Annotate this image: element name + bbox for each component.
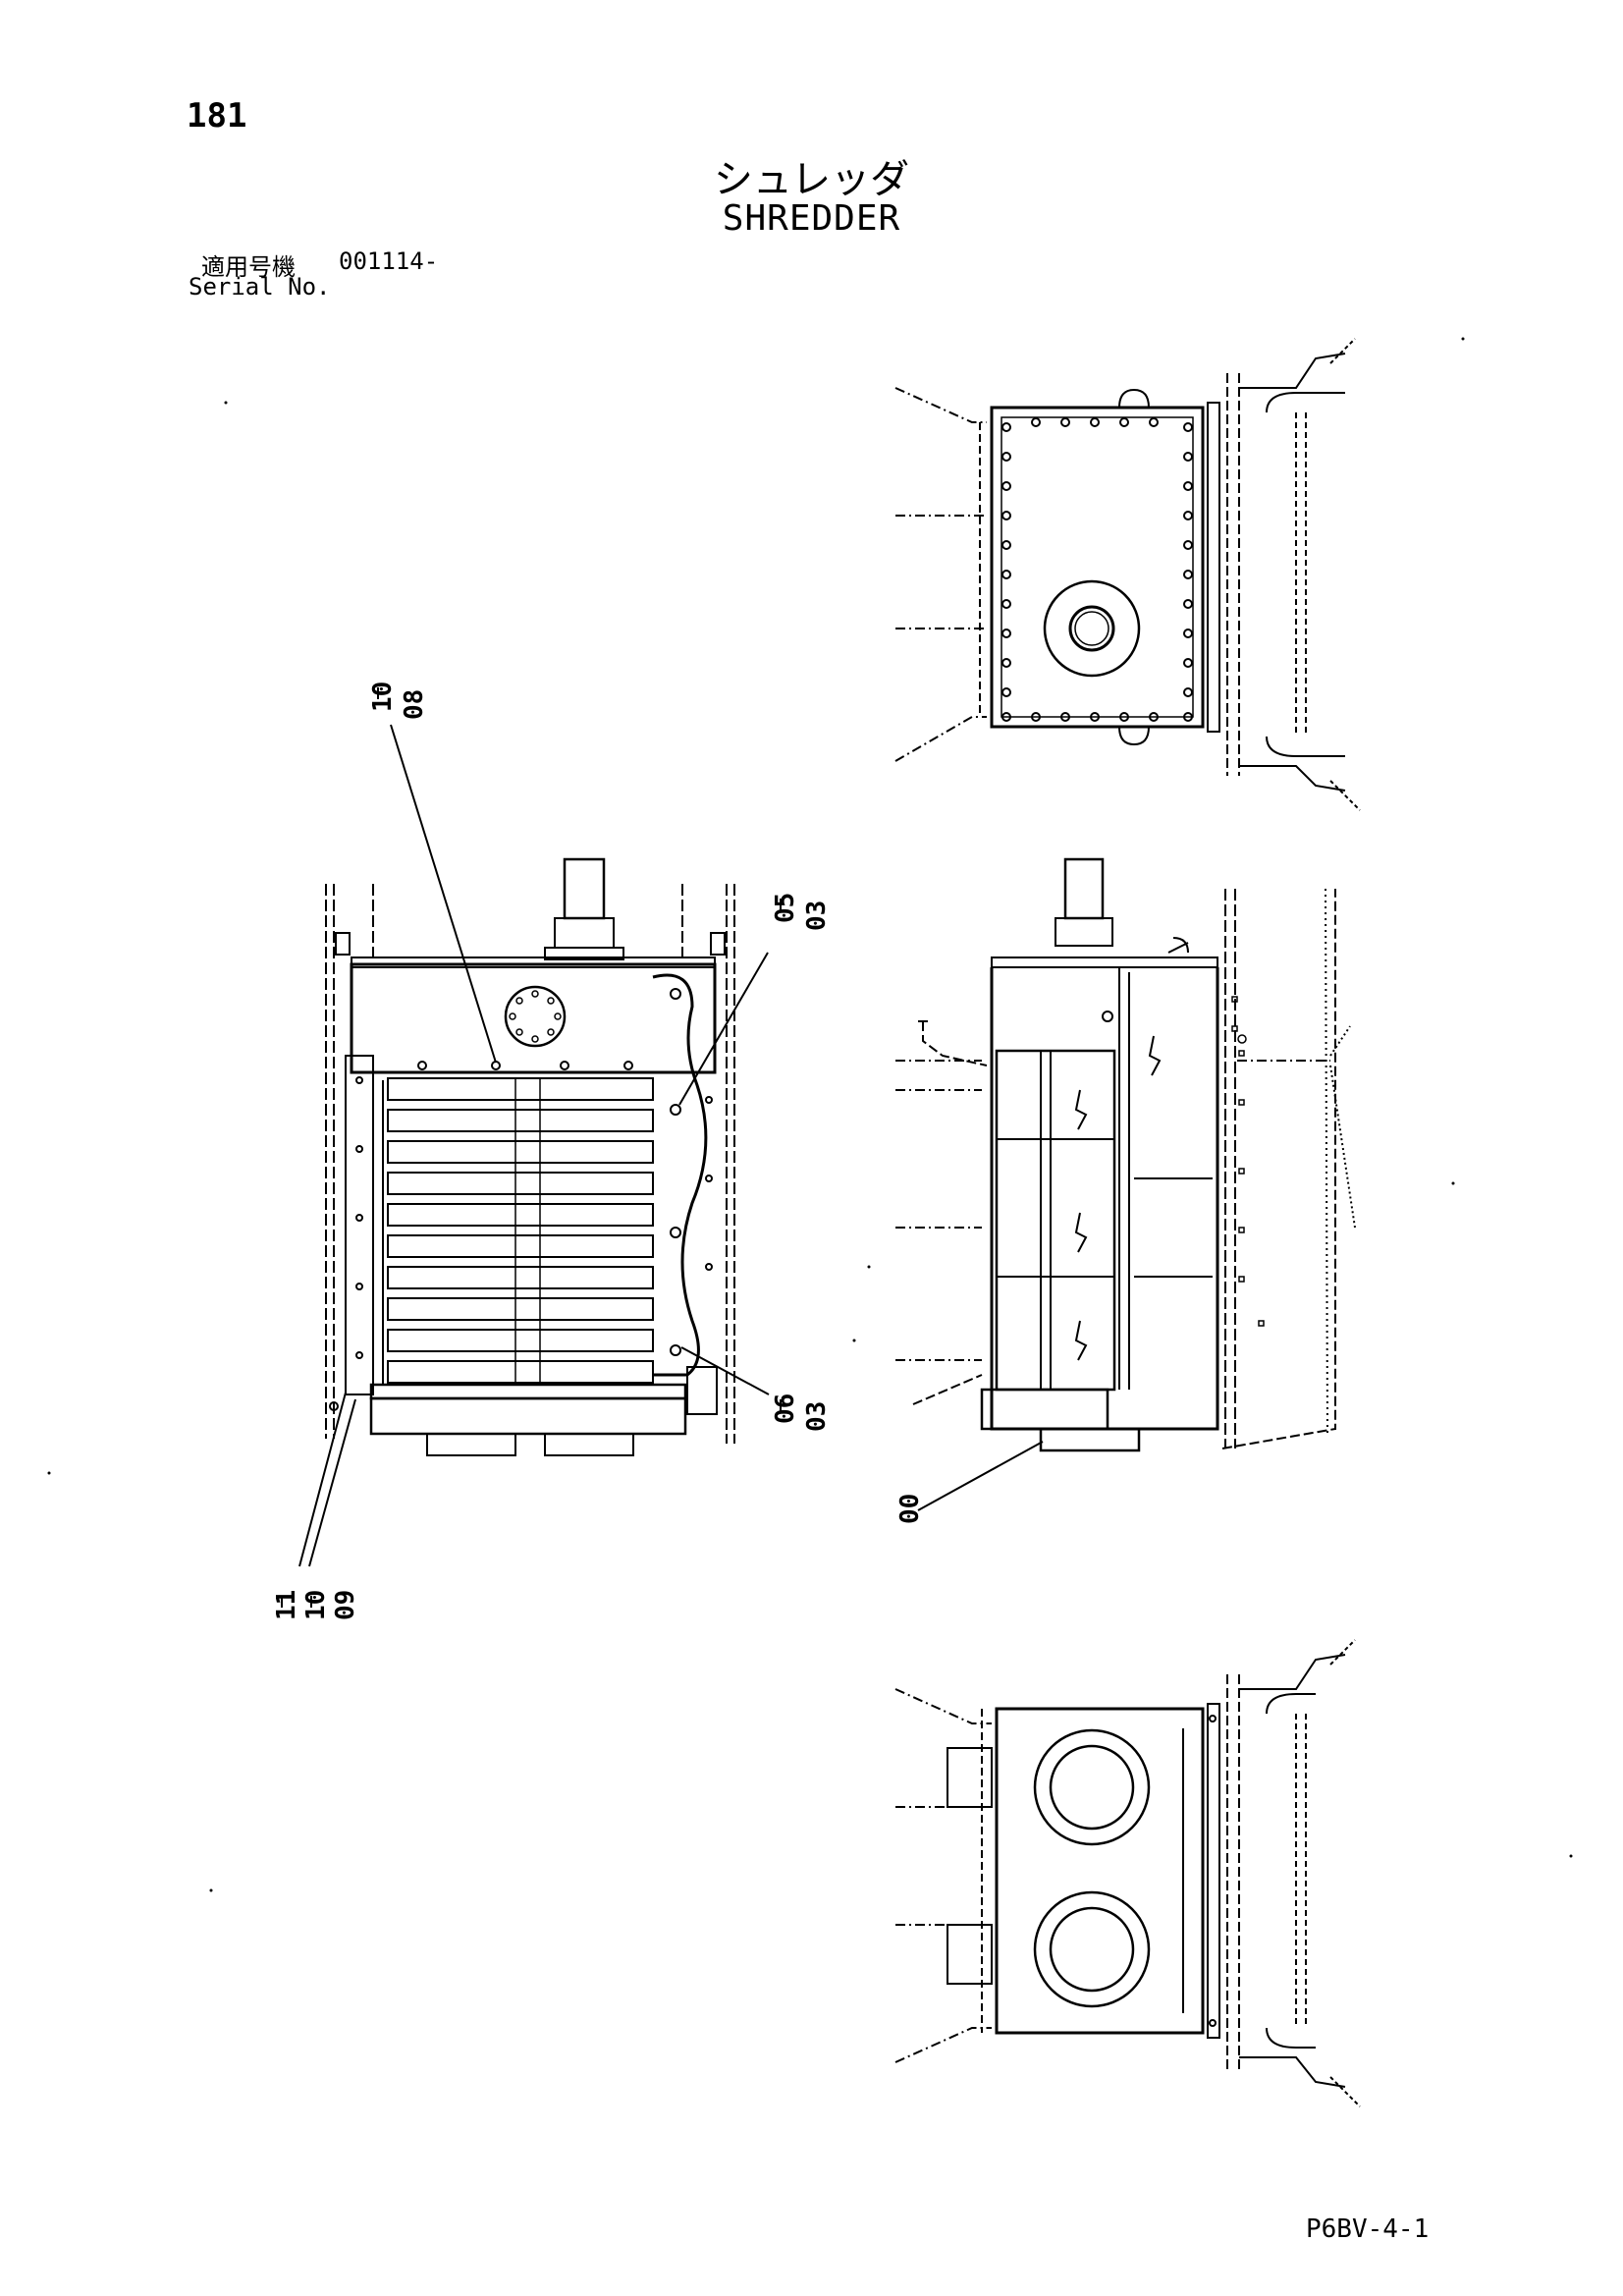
callout-06-03: 06 03 bbox=[771, 1394, 832, 1432]
page-number: 181 bbox=[187, 96, 247, 136]
svg-text:06: 06 bbox=[771, 1394, 800, 1424]
svg-text:03: 03 bbox=[802, 901, 832, 931]
bottom-view bbox=[894, 1639, 1361, 2107]
drawing-code: P6BV-4-1 bbox=[1306, 2214, 1430, 2244]
svg-text:10: 10 bbox=[301, 1590, 331, 1620]
front-section-view bbox=[325, 857, 735, 1456]
serial-number-value: 001114- bbox=[339, 247, 439, 275]
callout-05-03: 05 03 bbox=[771, 893, 832, 931]
serial-label-english: Serial No. bbox=[189, 273, 331, 301]
svg-text:10: 10 bbox=[368, 682, 398, 712]
rotor-blades bbox=[387, 1077, 654, 1384]
callout-11-10-09: 11 10 09 bbox=[272, 1590, 360, 1620]
title-japanese: シュレッダ bbox=[713, 157, 910, 202]
svg-text:00: 00 bbox=[895, 1494, 925, 1524]
hub-bolts bbox=[509, 990, 562, 1043]
serial-label-japanese: 適用号機 bbox=[201, 253, 296, 281]
svg-text:11: 11 bbox=[272, 1590, 301, 1620]
bolt-flange bbox=[1001, 417, 1193, 722]
callout-00: 00 bbox=[895, 1494, 925, 1524]
leader-lines bbox=[298, 724, 1044, 1567]
scan-specks bbox=[47, 337, 1573, 1892]
callouts: 10 08 05 03 06 03 00 11 10 09 bbox=[272, 682, 925, 1620]
top-view bbox=[894, 338, 1361, 811]
svg-text:03: 03 bbox=[802, 1401, 832, 1432]
title-english: SHREDDER bbox=[722, 198, 901, 239]
svg-text:05: 05 bbox=[771, 893, 800, 923]
svg-text:08: 08 bbox=[400, 689, 429, 720]
side-section-view bbox=[895, 857, 1356, 1452]
callout-10-08: 10 08 bbox=[368, 682, 429, 720]
svg-text:09: 09 bbox=[331, 1590, 360, 1620]
side-bolts bbox=[1231, 996, 1265, 1327]
callout-dashes bbox=[281, 687, 782, 1608]
